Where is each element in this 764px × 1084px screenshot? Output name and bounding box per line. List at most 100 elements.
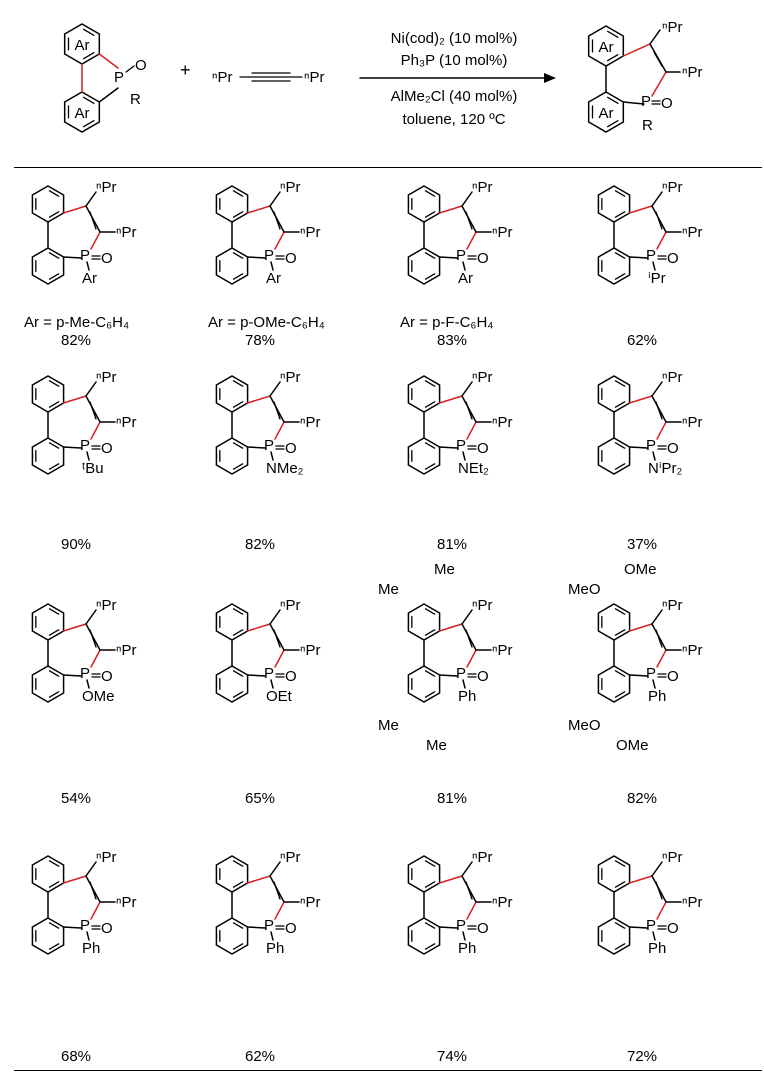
reactant-c-p-bond-red xyxy=(98,53,119,69)
new-c-p-bond-red xyxy=(466,649,477,668)
ring-substituent-label: Me xyxy=(378,581,399,598)
condition-catalyst: Ni(cod)₂ (10 mol%) xyxy=(390,30,518,47)
ring-substituent-label: Me xyxy=(434,561,455,578)
scheme-product-p-aryl xyxy=(622,101,645,105)
oxygen-label: O xyxy=(477,440,489,457)
aromatic-double-bond xyxy=(232,881,244,888)
lower-benzo-ring xyxy=(597,247,631,285)
aromatic-double-bond xyxy=(232,273,244,280)
npr-bond xyxy=(651,609,663,625)
alkene-double-bond xyxy=(655,211,663,230)
upper-benzo-ring xyxy=(597,375,631,413)
aromatic-double-bond xyxy=(614,442,626,449)
npr-label-2: ⁿPr xyxy=(492,894,512,911)
alkyne-right-npr: ⁿPr xyxy=(304,69,324,86)
entry-yield-14: 62% xyxy=(244,1048,276,1065)
aromatic-double-bond xyxy=(232,670,244,677)
aromatic-double-bond xyxy=(48,670,60,677)
alkene-double-bond xyxy=(465,881,473,900)
aromatic-double-bond xyxy=(424,190,436,197)
ring-substituent-label: MeO xyxy=(568,581,601,598)
npr-bond xyxy=(85,381,97,397)
aromatic-double-bond xyxy=(232,943,244,950)
aromatic-double-bond xyxy=(606,96,619,104)
oxygen-label: O xyxy=(477,668,489,685)
aromatic-double-bond xyxy=(48,273,60,280)
aromatic-double-bond xyxy=(82,96,95,104)
ring-substituent-label: Me xyxy=(426,737,447,754)
upper-benzo-ring xyxy=(215,375,249,413)
p-substituent-label: ᵗBu xyxy=(82,460,104,477)
phosphorus-label: P xyxy=(80,665,90,682)
npr-label-1: ⁿPr xyxy=(662,369,682,386)
aromatic-double-bond xyxy=(424,691,436,698)
aromatic-double-bond xyxy=(606,30,619,38)
p-substituent-label: Ph xyxy=(458,940,476,957)
npr-label-1: ⁿPr xyxy=(472,597,492,614)
aromatic-double-bond xyxy=(48,881,60,888)
entry-yield-8: 37% xyxy=(626,536,658,553)
new-c-p-bond-red xyxy=(274,901,285,920)
new-c-c-bond-red xyxy=(246,205,271,214)
npr-label-2: ⁿPr xyxy=(682,642,702,659)
p-substituent-bond xyxy=(270,451,274,461)
plus-sign: + xyxy=(180,60,191,80)
aromatic-double-bond xyxy=(614,629,626,636)
p-substituent-bond xyxy=(652,451,656,461)
reactant-phosphorus: P xyxy=(114,69,124,86)
ring-substituent-label: OMe xyxy=(616,737,649,754)
p-substituent-label: Ar xyxy=(266,270,281,287)
oxygen-label: O xyxy=(285,250,297,267)
aromatic-double-bond xyxy=(614,380,626,387)
aromatic-double-bond xyxy=(48,629,60,636)
lower-benzo-ring xyxy=(597,917,631,955)
p-substituent-bond xyxy=(462,261,466,271)
oxygen-label: O xyxy=(101,440,113,457)
new-c-p-bond-red xyxy=(656,649,667,668)
p-substituent-label: OMe xyxy=(82,688,115,705)
npr-bond xyxy=(651,191,663,207)
new-c-c-bond-red xyxy=(246,395,271,404)
aromatic-double-bond xyxy=(424,273,436,280)
reactant-ar-top: Ar xyxy=(75,37,90,54)
p-substituent-label: Ph xyxy=(266,940,284,957)
npr-bond xyxy=(269,609,281,625)
new-c-p-bond-red xyxy=(274,421,285,440)
npr-bond xyxy=(461,609,473,625)
aromatic-double-bond xyxy=(48,442,60,449)
alkene-double-bond xyxy=(655,881,663,900)
npr-label-2: ⁿPr xyxy=(492,414,512,431)
ring-substituent-label: MeO xyxy=(568,717,601,734)
npr-label-2: ⁿPr xyxy=(492,642,512,659)
new-c-c-bond-red xyxy=(628,623,653,632)
aromatic-double-bond xyxy=(232,252,244,259)
aromatic-double-bond xyxy=(424,608,436,615)
condition-ligand: Ph₃P (10 mol%) xyxy=(400,52,508,69)
aromatic-double-bond xyxy=(614,691,626,698)
upper-benzo-ring xyxy=(597,603,631,641)
upper-benzo-ring xyxy=(407,603,441,641)
scheme-divider-rule xyxy=(14,167,762,168)
scheme-product-alkene-2 xyxy=(653,51,663,67)
npr-label-2: ⁿPr xyxy=(300,414,320,431)
entry-yield-16: 72% xyxy=(626,1048,658,1065)
oxygen-label: O xyxy=(285,440,297,457)
lower-benzo-ring xyxy=(31,665,65,703)
oxygen-label: O xyxy=(477,250,489,267)
aromatic-double-bond xyxy=(48,401,60,408)
new-c-c-bond-red xyxy=(438,395,463,404)
p-substituent-bond xyxy=(462,679,466,689)
entry-yield-2: 78% xyxy=(244,332,276,349)
new-c-c-bond-red xyxy=(438,875,463,884)
oxygen-label: O xyxy=(667,668,679,685)
lower-benzo-ring xyxy=(215,665,249,703)
npr-label-1: ⁿPr xyxy=(280,369,300,386)
new-c-p-bond-red xyxy=(90,421,101,440)
reactant-p-o-bond xyxy=(125,65,135,73)
npr-bond xyxy=(461,191,473,207)
